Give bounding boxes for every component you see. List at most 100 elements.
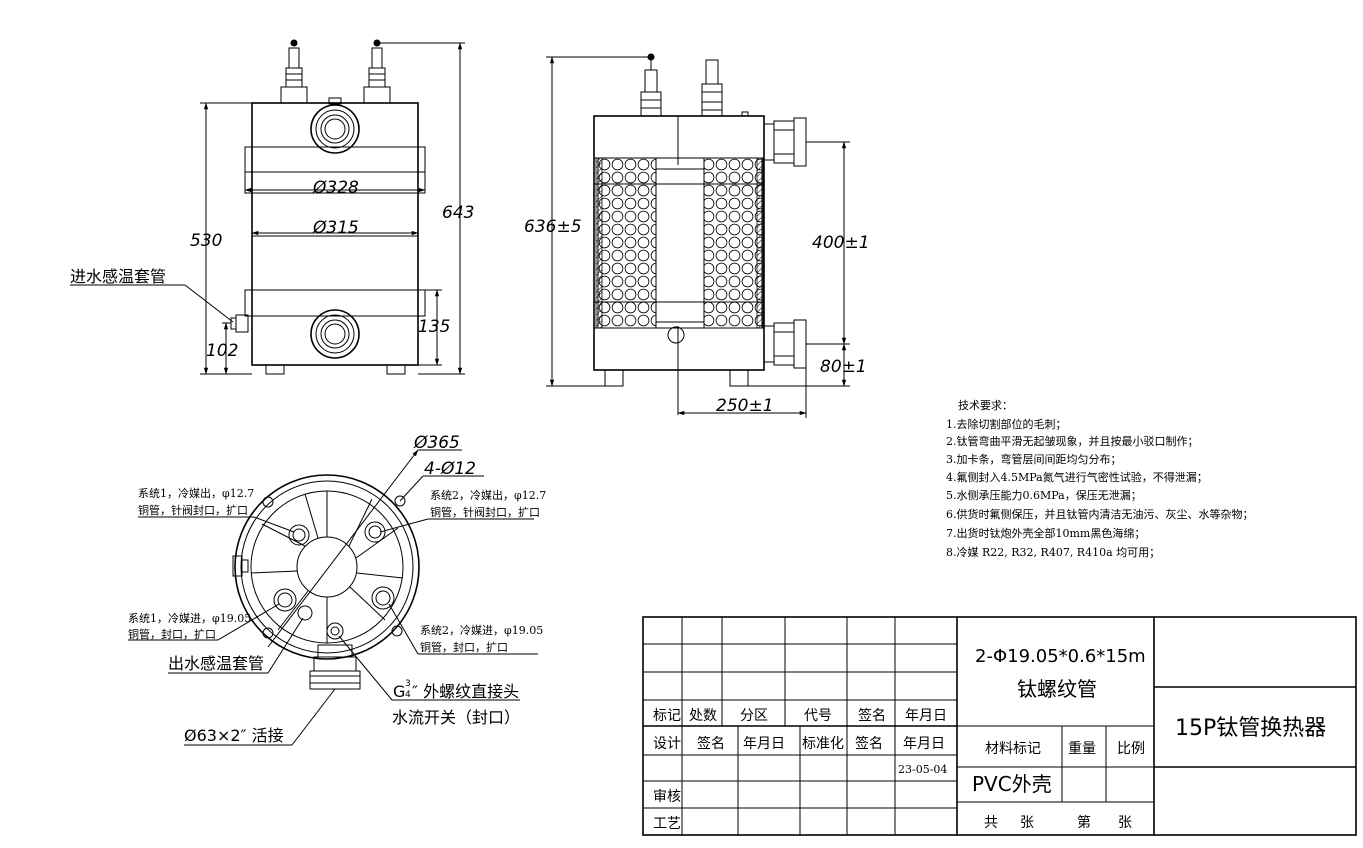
- tb-spec-line2: 钛螺纹管: [1017, 677, 1097, 701]
- title-block: 标记 处数 分区 代号 签名 年月日 设计 签名 年月日 标准化 签名 年月日 …: [642, 616, 1357, 836]
- front-foot-left: [265, 364, 285, 375]
- coil-center-gap: [655, 168, 705, 323]
- side-foot-left: [604, 369, 624, 387]
- outlet-sensor-fitting: [297, 605, 313, 621]
- tb-bz-qianming: 签名: [855, 735, 883, 752]
- tb-hdr-nianyueri: 年月日: [905, 708, 947, 724]
- side-port-bottom: [763, 319, 807, 369]
- label-sys2-in-2: 铜管，封口，扩口: [420, 640, 508, 654]
- tb-sheet-unit: 张: [1118, 815, 1132, 831]
- top-outer-circle: [234, 474, 420, 660]
- tech-requirements: 技术要求： 1.去除切割部位的毛刺； 2.钛管弯曲平滑无起皱现象，并且按最小驳口…: [946, 399, 1254, 559]
- dim-body-height: 530: [190, 231, 222, 251]
- svg-text:3: 3: [405, 679, 411, 689]
- tech-item: 7.出货时钛炮外壳全部10mm黑色海绵；: [946, 526, 1145, 540]
- tb-gongyi: 工艺: [653, 816, 681, 832]
- dim-inlet-height: 102: [206, 341, 238, 361]
- tb-material-value: PVC外壳: [972, 772, 1052, 796]
- tb-hdr-chushu: 处数: [689, 708, 717, 724]
- tech-item: 2.钛管弯曲平滑无起皱现象，并且按最小驳口制作；: [946, 434, 1199, 448]
- label-union: Ø63×2″ 活接: [184, 726, 284, 745]
- sys2-in-connector: [371, 586, 395, 610]
- label-sys1-out-1: 系统1，冷媒出，φ12.7: [138, 486, 254, 500]
- tb-drawing-title: 15P钛管换热器: [1175, 716, 1326, 741]
- front-view: 643 530 Ø328 Ø315 135 102 进水感温套管: [70, 39, 474, 375]
- tb-hdr-qianming: 签名: [858, 707, 886, 724]
- label-sys2-in-1: 系统2，冷媒进，φ19.05: [420, 624, 543, 637]
- tech-title: 技术要求：: [958, 399, 1013, 412]
- tech-item: 6.供货时氟侧保压，并且钛管内清洁无油污、灰尘、水等杂物；: [946, 507, 1254, 521]
- tb-hdr-fenqu: 分区: [740, 708, 768, 724]
- dim-outer-dia: Ø328: [312, 178, 359, 198]
- tb-biaozhunhua: 标准化: [802, 736, 844, 752]
- tb-hdr-daihao: 代号: [804, 708, 832, 724]
- side-valve-left: [640, 53, 662, 117]
- tech-item: 4.氟侧封入4.5MPa氮气进行气密性试验，不得泄漏；: [946, 470, 1208, 484]
- front-bottom-port: [310, 309, 360, 359]
- dim-holes: 4-Ø12: [424, 459, 476, 479]
- sys2-out-connector: [364, 521, 386, 543]
- svg-text:″ 外螺纹直接头: ″ 外螺纹直接头: [412, 682, 519, 701]
- tb-scale-label: 比例: [1117, 741, 1145, 757]
- tb-weight-label: 重量: [1068, 741, 1096, 757]
- side-view: 636±5 400±1 80±1 250±1: [524, 53, 870, 418]
- label-outlet-sensor: 出水感温套管: [168, 654, 264, 673]
- label-sys2-out-1: 系统2，冷媒出，φ12.7: [430, 488, 546, 502]
- tech-item: 5.水侧承压能力0.6MPa，保压无泄漏；: [946, 488, 1142, 502]
- tb-bz-nianyueri: 年月日: [903, 736, 945, 752]
- mount-hole: [391, 625, 403, 637]
- union-fitting: [309, 644, 361, 690]
- label-flow-switch: 水流开关（封口）: [392, 708, 520, 727]
- top-view: Ø365 4-Ø12 系统1，冷媒出，φ12.7 铜管，针阀封口，扩口 系统2，…: [128, 433, 546, 746]
- dim-side-height: 636±5: [524, 217, 582, 237]
- sys1-out-connector: [288, 524, 310, 546]
- tb-material-label: 材料标记: [985, 741, 1041, 757]
- side-port-top: [763, 117, 807, 167]
- dim-port-bottom: 80±1: [820, 357, 867, 377]
- dim-inner-dia: Ø315: [312, 218, 359, 238]
- label-inlet-sensor: 进水感温套管: [70, 267, 166, 286]
- tb-hdr-biaoji: 标记: [653, 708, 681, 724]
- label-sys2-out-2: 铜管，针阀封口，扩口: [430, 505, 540, 519]
- tb-total-label: 共: [984, 815, 998, 831]
- label-sys1-in-1: 系统1，冷媒进，φ19.05: [128, 612, 251, 625]
- tb-total-unit: 张: [1020, 815, 1034, 831]
- mount-hole: [262, 627, 274, 639]
- side-foot-right: [729, 369, 749, 387]
- side-body-outline: [593, 115, 765, 371]
- side-valve-right: [701, 59, 723, 117]
- top-center-hub: [296, 536, 358, 598]
- tech-item: 3.加卡条，弯管层间间距均匀分布；: [946, 452, 1122, 466]
- tech-item: 8.冷媒 R22, R32, R407, R410a 均可用；: [946, 546, 1160, 559]
- front-band-bottom: [244, 289, 426, 317]
- dim-total-height: 643: [442, 203, 474, 223]
- dim-band: 135: [418, 317, 450, 337]
- top-ribs: [250, 491, 404, 643]
- tb-sheji-qianming: 签名: [697, 735, 725, 752]
- label-thread: G 3 4 ″ 外螺纹直接头: [393, 679, 519, 701]
- front-foot-right: [386, 364, 406, 375]
- svg-text:G: G: [393, 682, 405, 701]
- front-valve-left: [280, 39, 308, 104]
- tb-sheji: 设计: [653, 736, 681, 752]
- tech-item: 1.去除切割部位的毛刺；: [946, 417, 1067, 431]
- flow-switch-fitting: [326, 622, 344, 640]
- front-top-port: [310, 97, 360, 154]
- tb-sheji-nianyueri: 年月日: [743, 736, 785, 752]
- front-valve-right: [363, 39, 391, 104]
- sys1-in-connector: [273, 588, 297, 612]
- dim-top-dia: Ø365: [413, 433, 460, 453]
- dim-port-spacing: 400±1: [812, 233, 870, 253]
- front-inlet-sensor-fitting: [235, 314, 249, 333]
- tb-spec-line1: 2-Φ19.05*0.6*15m: [975, 646, 1146, 667]
- label-sys1-out-2: 铜管，针阀封口，扩口: [138, 503, 248, 517]
- tb-sheet-label: 第: [1077, 814, 1091, 831]
- mount-hole: [262, 496, 274, 508]
- tb-date: 23-05-04: [898, 763, 947, 776]
- mount-hole: [394, 495, 406, 507]
- tb-shenhe: 审核: [653, 789, 681, 805]
- label-sys1-in-2: 铜管，封口，扩口: [128, 627, 216, 641]
- svg-text:4: 4: [405, 690, 411, 700]
- dim-depth: 250±1: [716, 396, 774, 416]
